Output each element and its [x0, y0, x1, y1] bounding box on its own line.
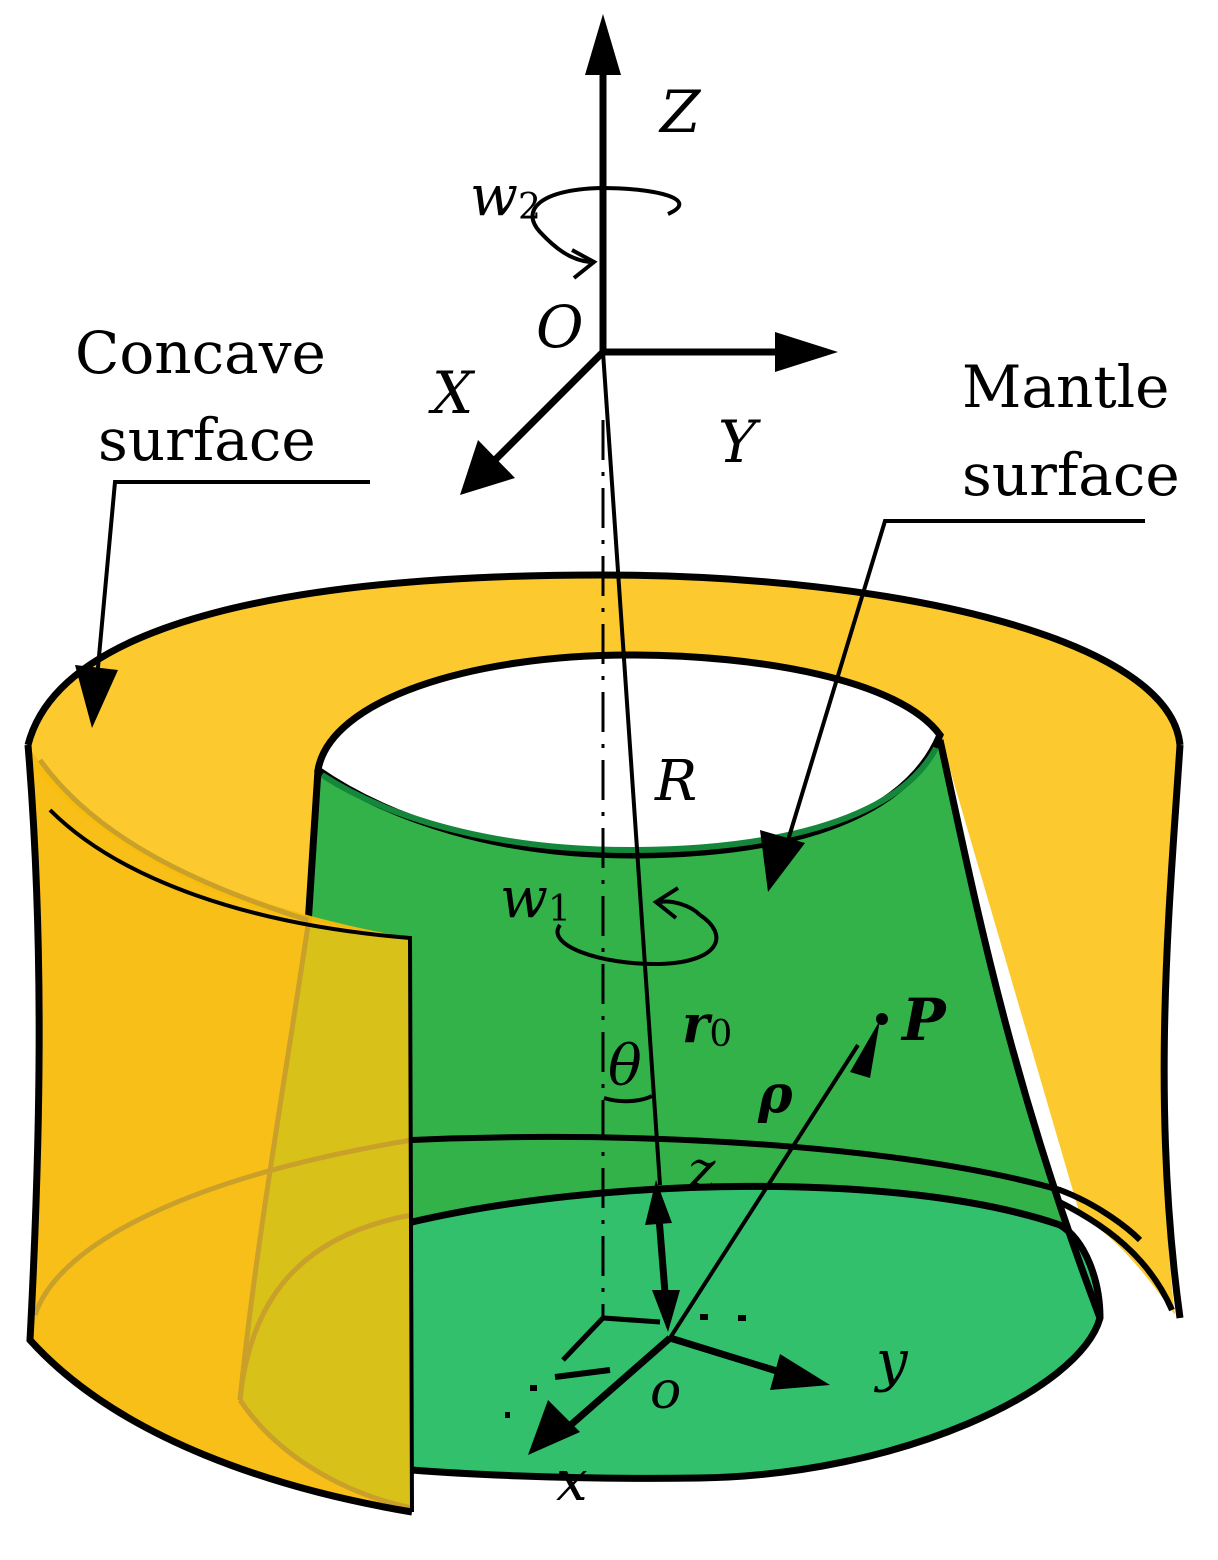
concave-outer-rim — [24, 571, 1184, 746]
concave-overlap-region — [240, 925, 412, 1510]
z-arrow-head-up-icon — [645, 1180, 672, 1225]
concave-cut-edge — [48, 808, 414, 1513]
local-axis-x-arrow-head-icon — [528, 1400, 580, 1455]
label-r0: r0 — [682, 994, 732, 1055]
label-axis-Z: Z — [658, 78, 702, 146]
mantle-bottom-disk — [412, 1185, 1100, 1479]
label-concave-line1: Concave — [75, 319, 326, 387]
label-origin-O: O — [536, 293, 584, 361]
label-axis-z: z — [687, 1141, 716, 1201]
local-axis-y-line — [668, 1334, 782, 1376]
concave-leader-arrow-head-icon — [75, 665, 118, 728]
axis-X-arrow-head-icon — [460, 440, 515, 495]
label-mantle-line1: Mantle — [962, 353, 1170, 421]
concave-inner-curve — [37, 758, 309, 923]
concave-right-inner — [1043, 1192, 1175, 1312]
label-rho: ρ — [757, 1064, 793, 1125]
label-axis-Y: Y — [718, 408, 761, 476]
z-arrow-head-down-icon — [652, 1290, 680, 1332]
label-omega2: w2 — [470, 164, 541, 229]
vector-rho-arrow-head-icon — [850, 1020, 880, 1078]
concave-left-edge — [24, 744, 413, 1516]
omega1-rotation-arrow-icon — [555, 899, 719, 967]
label-axis-x: x — [556, 1449, 588, 1514]
label-axis-X: X — [428, 359, 476, 427]
label-radius-R: R — [654, 749, 697, 814]
label-origin-o: o — [650, 1361, 681, 1421]
projected-axes — [561, 1315, 661, 1362]
local-axis-y-arrow-head-icon — [770, 1354, 830, 1390]
mantle-leader-arrow-head-icon — [760, 830, 805, 892]
concave-inner-left-line — [237, 924, 311, 1401]
projected-dots-right — [700, 1314, 746, 1321]
label-point-P: P — [900, 986, 947, 1054]
projected-dash-left — [505, 1367, 611, 1418]
mantle-top-rim-green — [320, 746, 939, 854]
mantle-right-side — [936, 739, 1104, 1320]
mantle-bottom-rim — [411, 1182, 1104, 1482]
concave-arc-low — [32, 1137, 413, 1316]
label-theta: θ — [608, 1034, 642, 1099]
theta-angle-arc — [603, 1094, 653, 1104]
vector-rho-line — [668, 1043, 860, 1340]
point-P-dot — [876, 1013, 888, 1025]
axis-X-line — [487, 349, 606, 468]
omega1-rotation-arrow-tip-icon — [652, 886, 680, 920]
concave-right-edge — [1160, 744, 1184, 1319]
concave-leader-line — [93, 480, 370, 701]
label-mantle-line2: surface — [962, 441, 1180, 509]
axis-Z-arrow-head-icon — [585, 14, 621, 75]
omega2-rotation-arrow-tip-icon — [571, 248, 598, 280]
concave-arc-overlap-low — [237, 1398, 413, 1511]
omega2-rotation-arrow-icon — [530, 185, 682, 264]
local-axis-x-line — [562, 1335, 673, 1433]
mantle-leader-line — [780, 519, 1145, 861]
label-omega1: w1 — [500, 866, 571, 931]
concave-middle-ring — [411, 1134, 1143, 1243]
vector-r0-line — [601, 351, 662, 1186]
label-concave-line2: surface — [98, 406, 316, 474]
axis-Y-arrow-head-icon — [775, 332, 838, 372]
concave-surface-back — [28, 575, 1180, 1315]
mantle-left-side — [304, 769, 322, 926]
label-axis-y: y — [873, 1329, 909, 1394]
